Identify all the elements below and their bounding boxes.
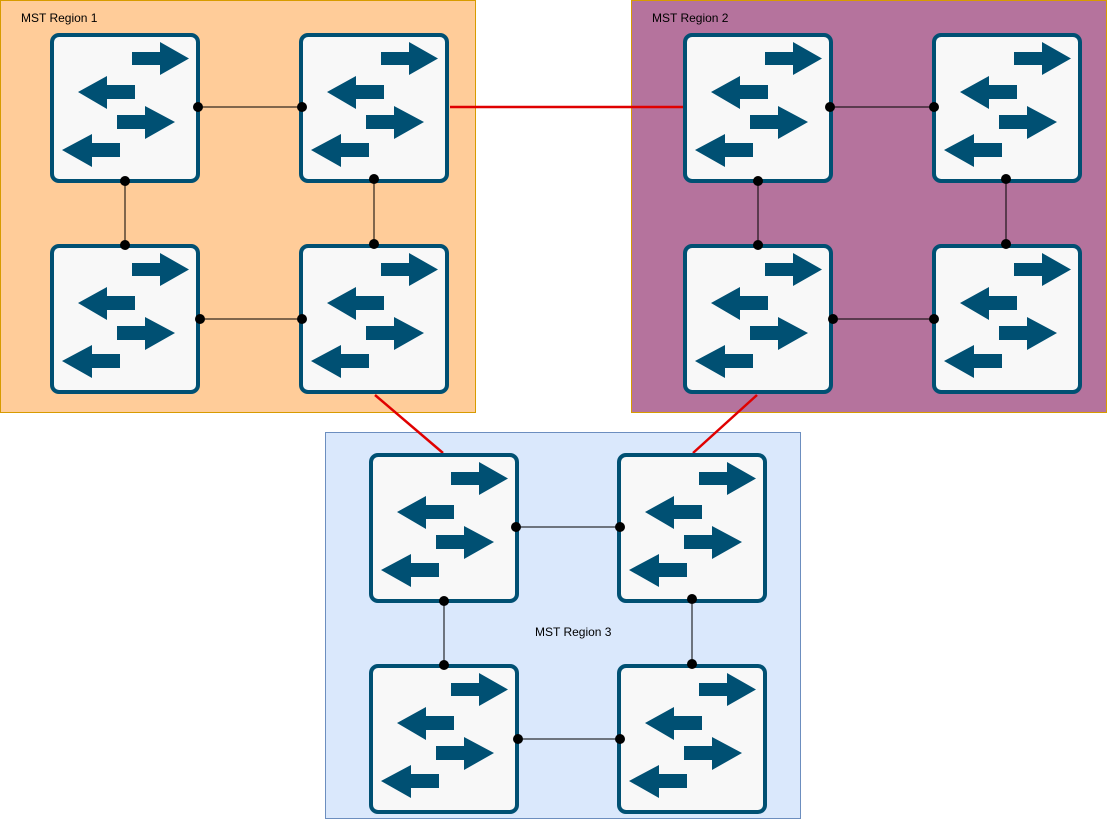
links-layer [124, 105, 1007, 740]
switch-r2-s2 [932, 33, 1082, 183]
port-dot [511, 522, 521, 532]
port-dot [687, 659, 697, 669]
port-dot [929, 314, 939, 324]
port-dot [825, 102, 835, 112]
port-dot [615, 734, 625, 744]
region-label-mst-2: MST Region 2 [652, 11, 729, 25]
switch-r2-s1 [683, 33, 833, 183]
port-dot [195, 314, 205, 324]
port-dot [120, 240, 130, 250]
port-dot [615, 522, 625, 532]
port-dot [439, 660, 449, 670]
port-dot [828, 314, 838, 324]
port-dot [1001, 239, 1011, 249]
port-dot [297, 102, 307, 112]
switch-r1-s2 [299, 33, 449, 183]
port-dot [439, 596, 449, 606]
port-dot [120, 176, 130, 186]
switch-r1-s3 [50, 244, 200, 394]
switch-r2-s4 [932, 244, 1082, 394]
port-dot [297, 314, 307, 324]
switch-r3-s1 [369, 453, 519, 603]
region-label-mst-3: MST Region 3 [535, 625, 612, 639]
switch-r1-s4 [299, 244, 449, 394]
switch-r3-s3 [369, 664, 519, 814]
port-dot [513, 734, 523, 744]
port-dot [687, 594, 697, 604]
port-dot [753, 176, 763, 186]
switch-r1-s1 [50, 33, 200, 183]
switch-r3-s2 [617, 453, 767, 603]
port-dot [193, 102, 203, 112]
inter-region-link-r1-s4-r3-s1 [374, 394, 444, 454]
port-dot [1001, 174, 1011, 184]
region-label-mst-1: MST Region 1 [21, 11, 98, 25]
switch-r2-s3 [683, 244, 833, 394]
switch-r3-s4 [617, 664, 767, 814]
port-dot [369, 174, 379, 184]
inter-region-link-r2-s3-r3-s2 [692, 394, 758, 454]
ports-layer [120, 102, 1011, 744]
port-dot [369, 239, 379, 249]
port-dot [929, 102, 939, 112]
port-dot [753, 240, 763, 250]
